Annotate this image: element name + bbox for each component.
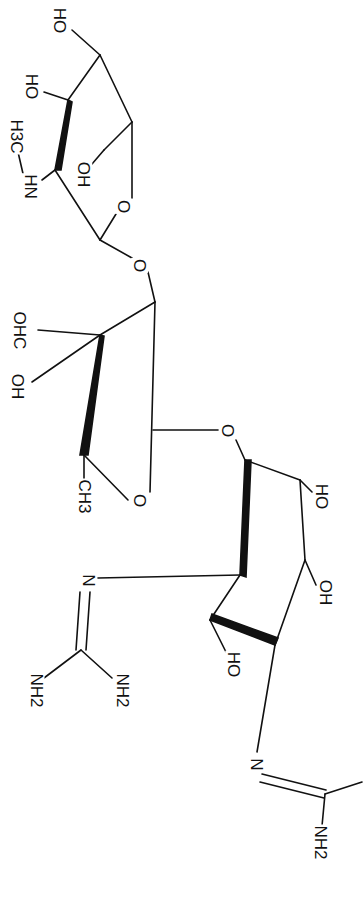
atom-label: N <box>80 573 97 587</box>
atom-label: HO <box>226 650 243 678</box>
atom-label: HN <box>22 173 39 200</box>
atom-label: HO <box>24 72 41 100</box>
atom-label: O <box>115 198 132 213</box>
atom-label: O <box>219 422 236 437</box>
atom-label: NH2 <box>311 824 328 860</box>
atom-label: OH <box>318 578 335 606</box>
atom-label: OH <box>10 372 27 400</box>
atom-label: NH2 <box>27 672 44 708</box>
atom-label: CH3 <box>75 478 92 514</box>
atom-label: O <box>131 492 148 507</box>
atom-label: N <box>248 757 265 771</box>
atom-label: NH2 <box>113 672 130 708</box>
atom-label: OHC <box>12 310 29 350</box>
atom-label: OH <box>76 160 93 188</box>
atom-label: HO <box>314 482 331 510</box>
atom-label: O <box>131 257 148 272</box>
atom-label: H3C <box>8 118 25 154</box>
atom-label: HO <box>52 6 69 34</box>
